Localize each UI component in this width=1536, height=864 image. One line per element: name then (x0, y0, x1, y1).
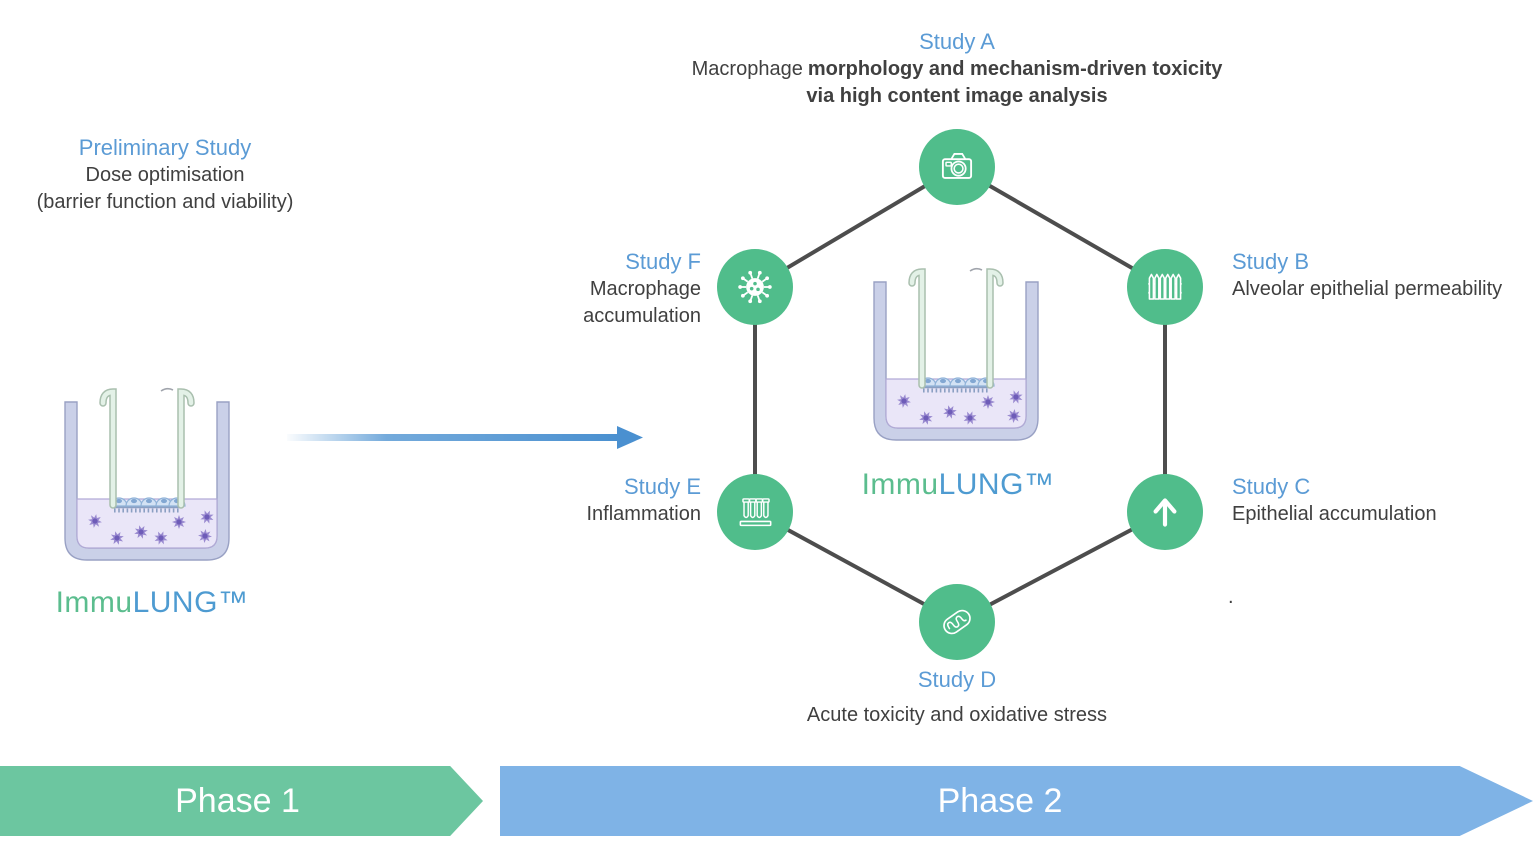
study-a-node (919, 129, 995, 205)
phase-1-banner: Phase 1 (0, 766, 483, 836)
study-f-block: Study F Macrophage accumulation (441, 248, 701, 330)
study-d-desc: Acute toxicity and oxidative stress (806, 704, 1108, 726)
study-f-desc-line2: accumulation (583, 305, 701, 327)
phase-2-label: Phase 2 (937, 781, 1063, 820)
study-b-block: Study B Alveolar epithelial permeability (1232, 248, 1532, 303)
brand-green-part: Immu (55, 586, 133, 619)
study-e-desc: Inflammation (586, 503, 702, 525)
study-d-title: Study D (917, 667, 997, 692)
mitochondria-icon (943, 609, 971, 635)
transwell-insert-illustration-center (866, 266, 1046, 456)
phase-2-banner: Phase 2 (500, 766, 1533, 836)
study-c-node (1127, 474, 1203, 550)
study-f-node (717, 249, 793, 325)
study-f-desc-line1: Macrophage (589, 278, 701, 300)
preliminary-study-block: Preliminary Study Dose optimisation (bar… (0, 134, 330, 216)
brand-green-part: Immu (861, 468, 939, 501)
fence-barrier-icon (1148, 273, 1182, 300)
study-b-title: Study B (1232, 249, 1310, 274)
study-a-desc-bold: morphology and mechanism-driven toxicity (807, 58, 1223, 80)
phase-1-label: Phase 1 (175, 781, 300, 820)
study-e-block: Study E Inflammation (441, 473, 702, 528)
study-a-desc-plain: Macrophage (691, 58, 803, 80)
study-a-title: Study A (919, 29, 995, 54)
up-arrow-icon (1153, 498, 1177, 527)
study-b-desc: Alveolar epithelial permeability (1232, 278, 1503, 300)
study-e-title: Study E (623, 474, 701, 499)
preliminary-study-title: Preliminary Study (78, 135, 252, 160)
study-f-title: Study F (625, 249, 701, 274)
virus-cell-icon (738, 270, 772, 304)
test-tubes-icon (739, 498, 772, 527)
study-d-node (919, 584, 995, 660)
brand-blue-part: LUNG™ (132, 586, 249, 619)
study-a-desc-line2: via high content image analysis (806, 85, 1108, 107)
study-c-desc: Epithelial accumulation (1232, 503, 1437, 525)
brand-blue-part: LUNG™ (938, 468, 1055, 501)
phase-progression-arrow (287, 426, 643, 449)
camera-icon (941, 153, 973, 179)
transwell-insert-illustration-left (57, 386, 237, 576)
preliminary-study-line2: (barrier function and viability) (36, 191, 294, 213)
immulung-label-center: ImmuLUNG™ (838, 468, 1078, 502)
stray-period: . (1228, 586, 1234, 608)
study-d-block: Study D Acute toxicity and oxidative str… (657, 666, 1257, 729)
preliminary-study-line1: Dose optimisation (85, 164, 245, 186)
study-e-node (717, 474, 793, 550)
study-c-block: Study C Epithelial accumulation (1232, 473, 1532, 528)
study-c-title: Study C (1232, 474, 1311, 499)
immulung-label-left: ImmuLUNG™ (32, 586, 272, 620)
study-b-node (1127, 249, 1203, 325)
